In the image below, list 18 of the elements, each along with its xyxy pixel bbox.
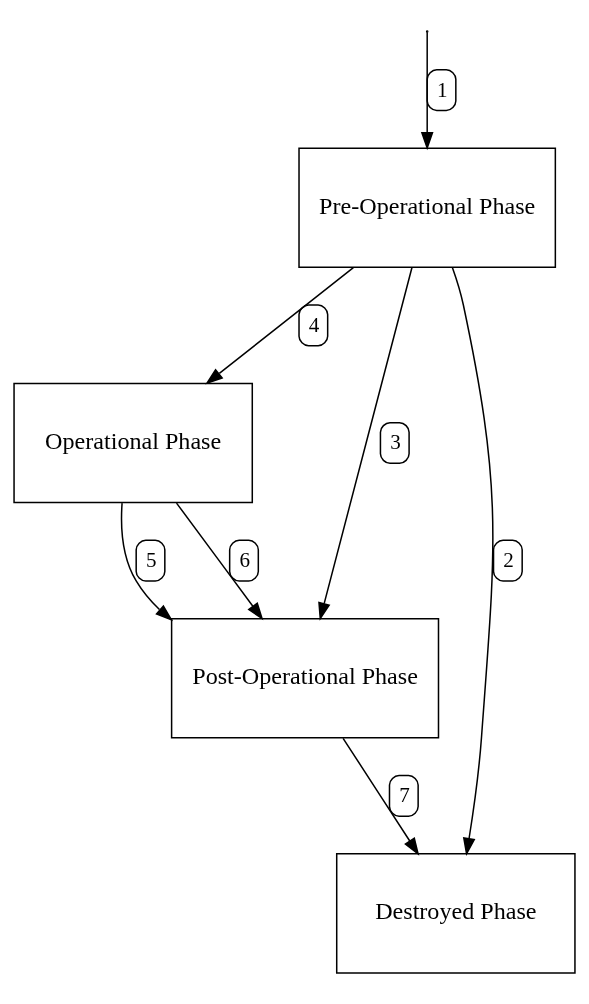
arrow (318, 266, 413, 621)
arrow (342, 737, 420, 856)
node-box: Pre-Operational Phase (298, 147, 557, 269)
arrow (175, 502, 264, 621)
edge-label: 5 (145, 547, 157, 572)
arrow (451, 266, 494, 856)
node-box: Operational Phase (13, 382, 254, 504)
arrow (120, 502, 174, 622)
edge-label: 4 (308, 312, 320, 337)
edge-label: 2 (503, 547, 514, 572)
edge-label: 1 (436, 77, 448, 102)
node-box: Destroyed Phase (335, 853, 576, 974)
node-box: Post-Operational Phase (170, 617, 440, 739)
arrow (205, 266, 355, 385)
edge-label: 6 (239, 547, 251, 572)
edge-label: 7 (399, 783, 410, 808)
arrow (420, 31, 434, 151)
edge-label: 3 (390, 430, 401, 455)
